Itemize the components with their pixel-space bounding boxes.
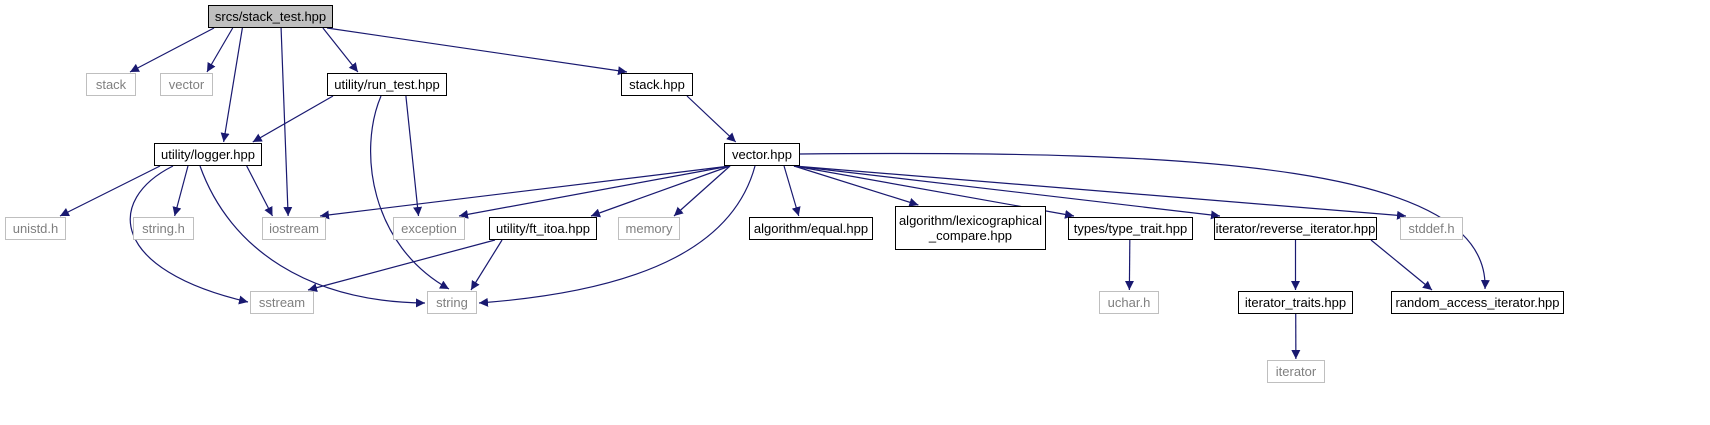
node-iterator: iterator bbox=[1267, 360, 1325, 383]
edge-logger-to-iostream bbox=[246, 165, 274, 217]
node-iostream: iostream bbox=[262, 217, 326, 240]
edge-stack_test-to-logger bbox=[220, 27, 243, 143]
edge-run_test-to-string bbox=[370, 95, 450, 290]
node-rai[interactable]: random_access_iterator.hpp bbox=[1391, 291, 1564, 314]
node-logger[interactable]: utility/logger.hpp bbox=[154, 143, 262, 166]
node-sstream: sstream bbox=[250, 291, 314, 314]
edge-vector_hpp-to-lex bbox=[793, 165, 919, 207]
edge-ft_itoa-to-string bbox=[470, 239, 503, 291]
node-string: string bbox=[427, 291, 477, 314]
node-exception: exception bbox=[393, 217, 465, 240]
edge-stack_test-to-stack bbox=[129, 27, 215, 73]
edge-vector_hpp-to-string bbox=[478, 165, 756, 307]
edge-vector_hpp-to-ft_itoa bbox=[590, 165, 731, 218]
edge-rev_it-to-rai bbox=[1370, 239, 1433, 291]
node-uchar: uchar.h bbox=[1099, 291, 1159, 314]
edge-vector_hpp-to-equal bbox=[783, 165, 801, 217]
edge-stack_test-to-vector_std bbox=[206, 27, 234, 73]
node-run-test[interactable]: utility/run_test.hpp bbox=[327, 73, 447, 96]
edge-vector_hpp-to-rev_it bbox=[793, 165, 1221, 220]
edge-vector_hpp-to-rai bbox=[799, 152, 1490, 290]
edge-stack_test-to-iostream bbox=[280, 27, 293, 217]
node-memory: memory bbox=[618, 217, 680, 240]
edge-ft_itoa-to-sstream bbox=[307, 239, 496, 293]
node-stack-test[interactable]: srcs/stack_test.hpp bbox=[208, 5, 333, 28]
edge-stack_test-to-stack_hpp bbox=[326, 27, 628, 76]
node-lex[interactable]: algorithm/lexicographical _compare.hpp bbox=[895, 206, 1046, 250]
edge-vector_hpp-to-exception bbox=[458, 165, 731, 219]
node-equal[interactable]: algorithm/equal.hpp bbox=[749, 217, 873, 240]
node-stddef: stddef.h bbox=[1400, 217, 1463, 240]
node-vector-std: vector bbox=[160, 73, 213, 96]
node-rev-it[interactable]: iterator/reverse_iterator.hpp bbox=[1214, 217, 1377, 240]
edge-run_test-to-logger bbox=[252, 95, 334, 143]
edge-logger-to-unistd bbox=[59, 165, 161, 217]
node-string-h: string.h bbox=[133, 217, 194, 240]
edge-vector_hpp-to-memory bbox=[673, 165, 731, 217]
edge-stack_hpp-to-vector_hpp bbox=[686, 95, 737, 143]
node-type-trait[interactable]: types/type_trait.hpp bbox=[1068, 217, 1193, 240]
edge-vector_hpp-to-stddef bbox=[793, 165, 1407, 220]
node-it-traits[interactable]: iterator_traits.hpp bbox=[1238, 291, 1353, 314]
node-ft-itoa[interactable]: utility/ft_itoa.hpp bbox=[489, 217, 597, 240]
node-stack-hpp[interactable]: stack.hpp bbox=[621, 73, 693, 96]
node-stack: stack bbox=[86, 73, 136, 96]
node-unistd: unistd.h bbox=[5, 217, 66, 240]
edge-logger-to-string_h bbox=[172, 165, 189, 217]
node-vector-hpp[interactable]: vector.hpp bbox=[724, 143, 800, 166]
edge-stack_test-to-run_test bbox=[322, 27, 359, 73]
edge-run_test-to-exception bbox=[405, 95, 423, 217]
edge-vector_hpp-to-iostream bbox=[319, 165, 731, 220]
edge-logger-to-string bbox=[199, 165, 426, 308]
